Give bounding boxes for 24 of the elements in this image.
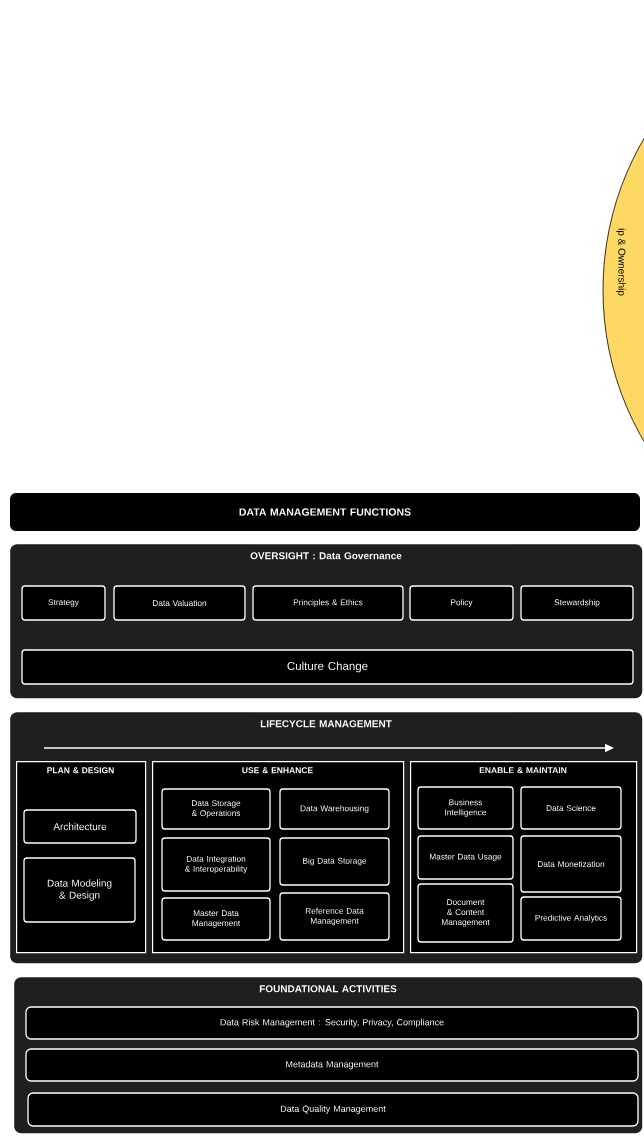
activity-bar: Data Quality Management [27, 1092, 639, 1127]
function-box: Culture Change [21, 649, 634, 685]
function-box: Master Data Management [161, 897, 271, 941]
function-box: Data Modeling & Design [23, 857, 136, 923]
activity-bar: Data Risk Management : Security, Privacy, Compliance [25, 1006, 639, 1040]
function-box: Data Monetization [520, 835, 622, 893]
function-box: Data Storage & Operations [161, 788, 271, 830]
function-box: Policy [409, 585, 514, 621]
function-box: Data Valuation [113, 585, 246, 621]
function-box: Data Science [520, 786, 622, 830]
function-box: Reference Data Management [279, 892, 390, 941]
title-bar: DATA MANAGEMENT FUNCTIONS [10, 493, 640, 531]
activity-bar: Metadata Management [25, 1048, 639, 1082]
function-box: Data Warehousing [279, 788, 390, 830]
function-box: Stewardship [520, 585, 634, 621]
function-box: Architecture [23, 809, 137, 844]
function-box: Business Intelligence [417, 786, 514, 830]
function-box: Master Data Usage [417, 835, 514, 880]
function-box: Predictive Analytics [520, 896, 622, 941]
function-box: Strategy [21, 585, 106, 621]
function-box: Data Integration & Interoperability [161, 837, 271, 892]
function-box: Document & Content Management [417, 883, 514, 943]
function-box: Big Data Storage [279, 837, 390, 886]
function-box: Principles & Ethics [252, 585, 404, 621]
